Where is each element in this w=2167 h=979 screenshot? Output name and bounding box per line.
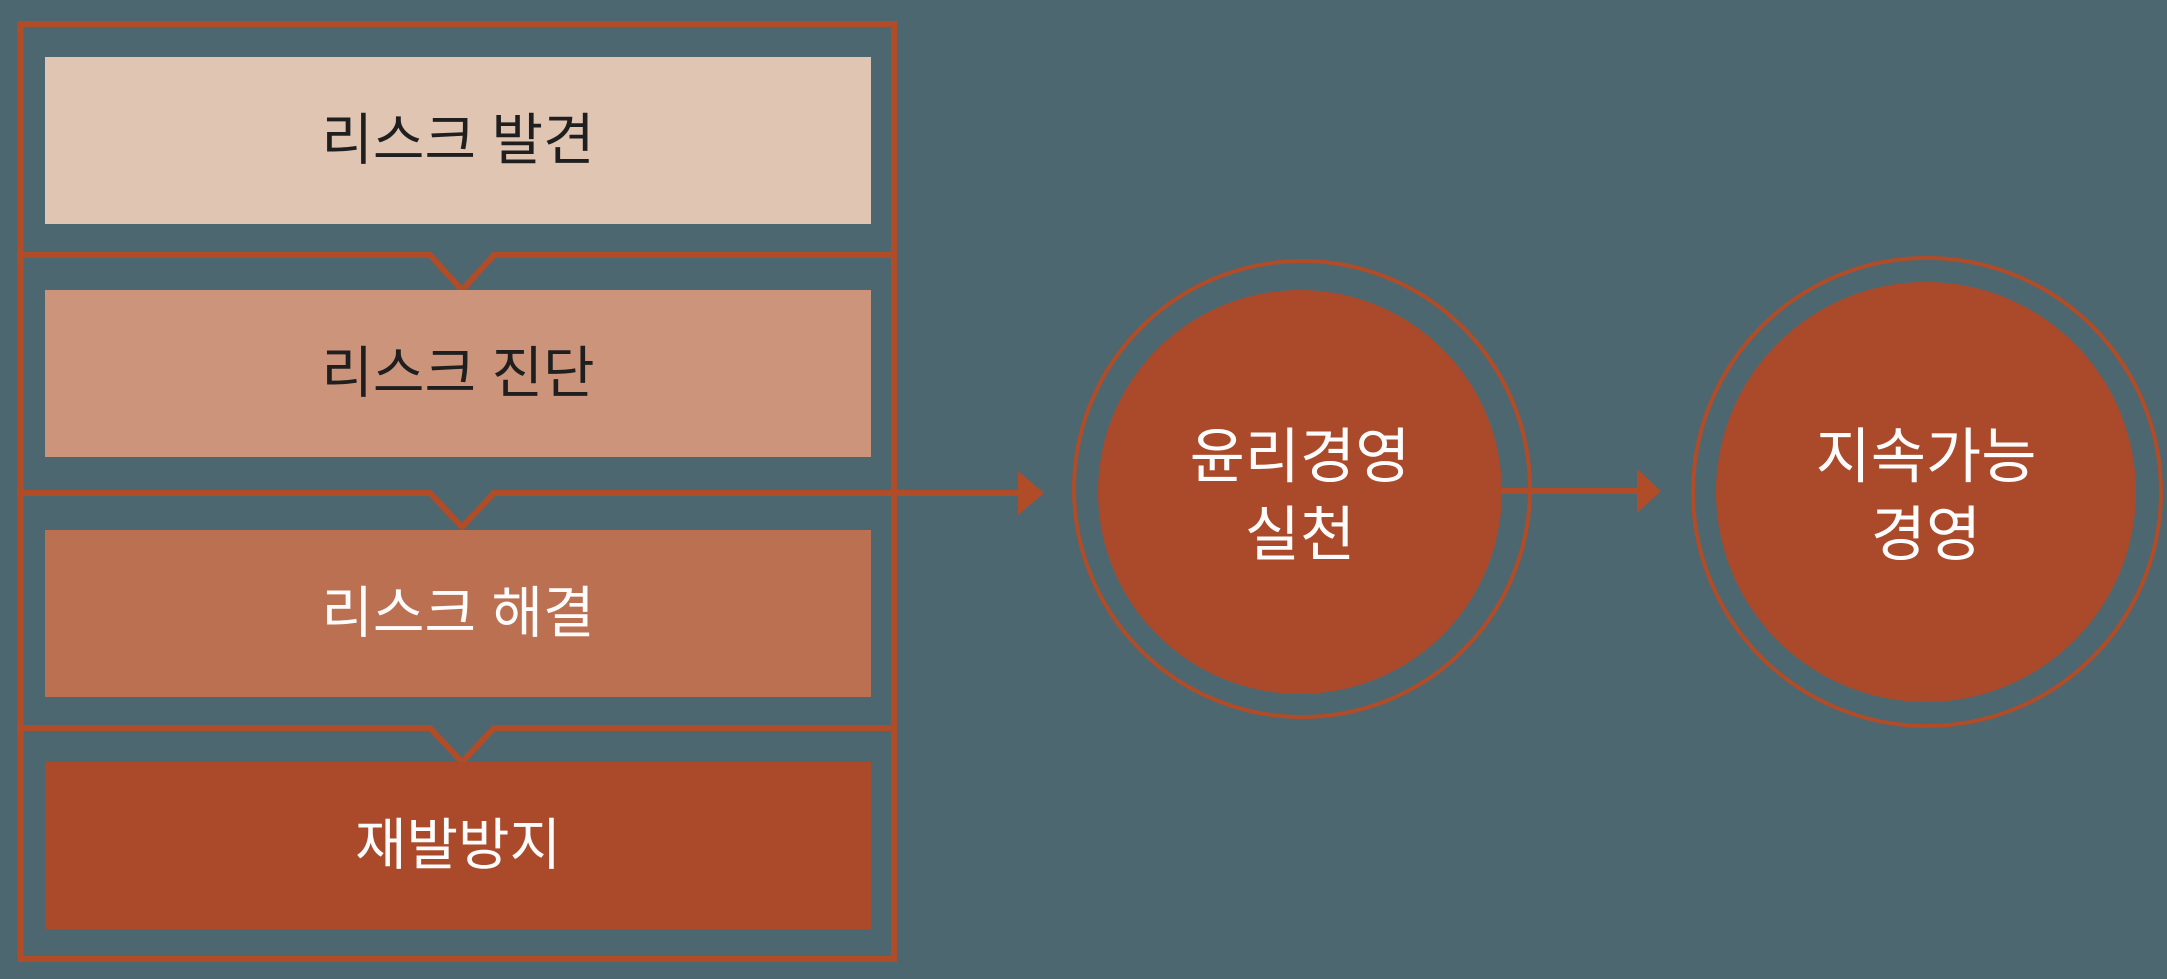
outcome-label-sustainable-management-line1: 지속가능	[1816, 424, 2037, 491]
step-label-risk-discovery: 리스크 발견	[321, 109, 594, 172]
flow-arrow-2-head	[1637, 469, 1661, 513]
step-label-risk-resolution: 리스크 해결	[321, 582, 594, 645]
step-label-recurrence-prevention: 재발방지	[355, 814, 561, 877]
step-box-risk-resolution	[45, 530, 871, 697]
step-box-risk-discovery	[45, 57, 871, 224]
step-label-risk-diagnosis: 리스크 진단	[321, 342, 594, 405]
outcome-label-sustainable-management-line2: 경영	[1871, 502, 1981, 569]
step-box-recurrence-prevention	[45, 762, 871, 929]
step-box-risk-diagnosis	[45, 290, 871, 457]
outcome-circle-ethical-management	[1098, 290, 1502, 694]
flow-arrow-1-head	[1018, 471, 1044, 515]
chevron-separator-2-and-arrow-line	[17, 490, 1018, 532]
outcome-circle-sustainable-management	[1716, 282, 2136, 702]
outcome-label-ethical-management-line2: 실천	[1245, 502, 1355, 569]
outcome-label-ethical-management-line1: 윤리경영	[1190, 424, 1411, 491]
outcome-circle-2-ring	[1691, 256, 2163, 728]
process-group-border	[17, 21, 897, 962]
